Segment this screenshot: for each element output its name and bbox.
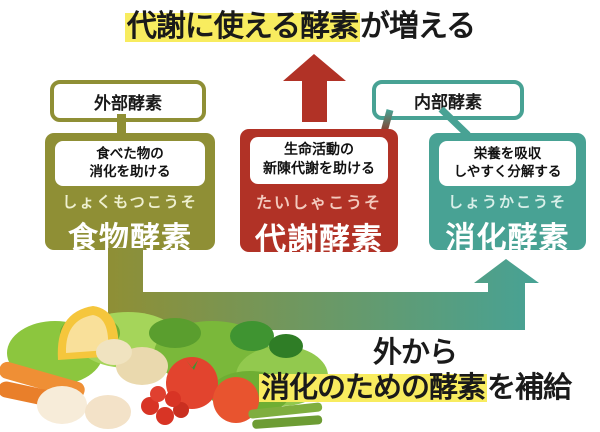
caption-line2: 消化のための酵素を補給 (230, 369, 600, 405)
digestive-desc-line1: 栄養を吸収 (473, 146, 542, 162)
external-label-connector (117, 114, 126, 135)
food-enzyme-name: 食物酵素 (68, 221, 192, 257)
digestive-enzyme-kana: しょうかこうそ (447, 193, 567, 212)
food-enzyme-description: 食べた物の 消化を助ける (55, 141, 205, 187)
metabolic-enzyme-description: 生命活動の 新陳代謝を助ける (250, 137, 388, 184)
internal-enzyme-label-text: 内部酵素 (414, 92, 482, 113)
up-arrow-icon (283, 54, 346, 122)
external-enzyme-label: 外部酵素 (50, 80, 206, 122)
metabolic-desc-line1: 生命活動の (284, 142, 354, 158)
digestive-enzyme-card: 栄養を吸収 しやすく分解する しょうかこうそ 消化酵素 (429, 133, 586, 256)
food-desc-line1: 食べた物の (96, 146, 164, 162)
caption-rest-text: を補給 (487, 369, 572, 404)
caption-line1: 外から (372, 335, 458, 369)
digestive-enzyme-name: 消化酵素 (445, 221, 570, 257)
metabolic-enzyme-kana: たいしゃこうそ (255, 192, 382, 212)
title-highlighted-text: 代謝に使える酵素 (124, 9, 360, 44)
food-enzyme-kana: しょくもつこうそ (62, 193, 198, 212)
metabolic-enzyme-card: 生命活動の 新陳代謝を助ける たいしゃこうそ 代謝酵素 (240, 129, 398, 258)
title-rest-text: が増える (360, 9, 476, 44)
metabolic-desc-line2: 新陳代謝を助ける (263, 160, 375, 177)
metabolic-enzyme-name: 代謝酵素 (255, 221, 383, 258)
food-desc-line2: 消化を助ける (89, 164, 171, 181)
external-enzyme-label-text: 外部酵素 (94, 93, 162, 114)
food-enzyme-card: 食べた物の 消化を助ける しょくもつこうそ 食物酵素 (45, 133, 215, 256)
caption-highlighted-text: 消化のための酵素 (258, 369, 487, 404)
page-title: 代謝に使える酵素が増える (0, 9, 600, 45)
digestive-enzyme-description: 栄養を吸収 しやすく分解する (439, 141, 576, 187)
supply-arrow-icon (108, 248, 539, 330)
internal-enzyme-label: 内部酵素 (372, 80, 524, 120)
digestive-desc-line2: しやすく分解する (453, 164, 562, 181)
bottom-caption: 外から 消化のための酵素を補給 (230, 335, 600, 405)
